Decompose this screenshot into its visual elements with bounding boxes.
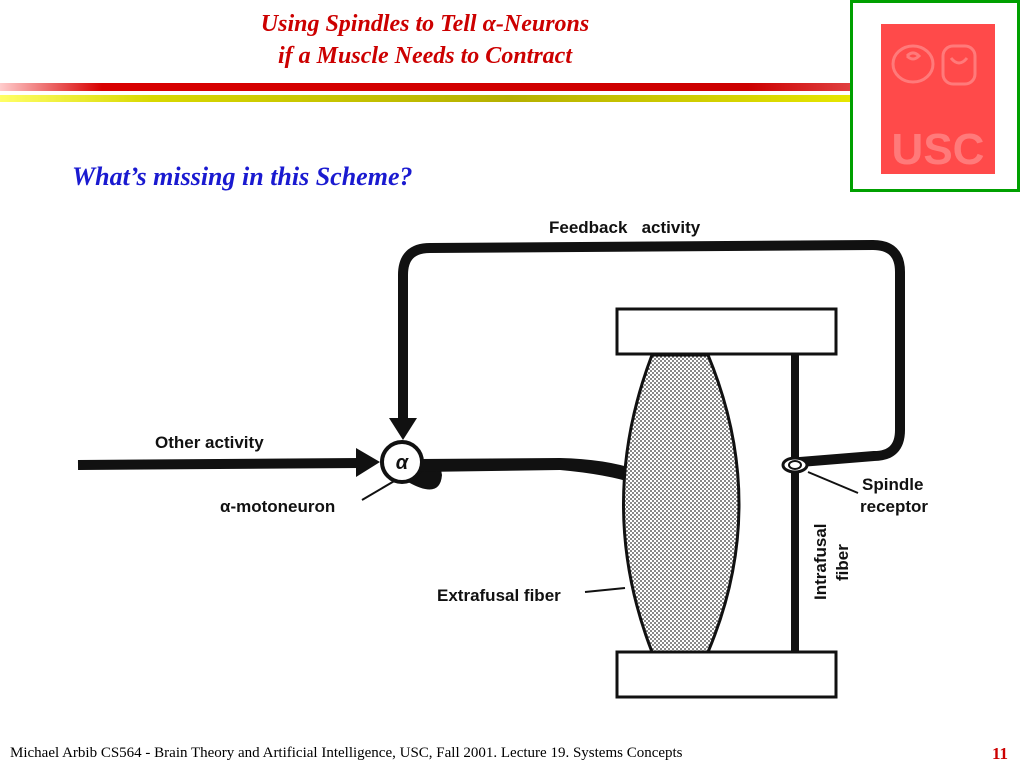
extrafusal-fiber-label: Extrafusal fiber [437,586,561,605]
usc-logo-icon: USC [881,24,995,174]
slide-title-line-1: Using Spindles to Tell α-Neurons [260,11,590,37]
page-number: 11 [991,744,1008,763]
header-red-bar [0,83,850,91]
spindle-label-line-2: receptor [860,497,928,516]
spindle-receptor-coil [781,456,809,474]
logo-frame: USC [850,0,1020,192]
extrafusal-fiber [622,353,741,654]
feedback-arrowhead [389,418,417,440]
top-tendon-plate [615,307,838,356]
feedback-activity-label: Feedback activity [549,218,701,237]
alpha-motoneuron-label: α-motoneuron [220,497,335,516]
other-activity-label: Other activity [155,433,264,452]
bottom-tendon-plate [615,650,838,699]
spindle-receptor-coil-inner [788,460,802,470]
intrafusal-label-line-1: Intrafusal [811,523,830,600]
motoneuron-leader-line [361,479,397,501]
spindle-label-line-1: Spindle [862,475,923,494]
alpha-symbol: α [396,452,410,474]
intrafusal-label-line-2: fiber [833,544,852,581]
usc-logo-text: USC [892,125,985,174]
slide-footer: Michael Arbib CS564 - Brain Theory and A… [10,745,683,761]
motor-axon [420,458,684,508]
spindle-leader-line [807,471,859,494]
other-activity-arrowhead [356,448,380,477]
header-yellow-bar [0,95,850,102]
extrafusal-leader-line [584,587,626,593]
feedback-pathway [398,240,905,467]
slide-title-line-2: if a Muscle Needs to Contract [278,43,572,69]
question-heading: What’s missing in this Scheme? [72,162,413,191]
other-activity-arrow-shaft [77,458,361,470]
slide-title: Using Spindles to Tell α-Neurons if a Mu… [0,8,850,72]
